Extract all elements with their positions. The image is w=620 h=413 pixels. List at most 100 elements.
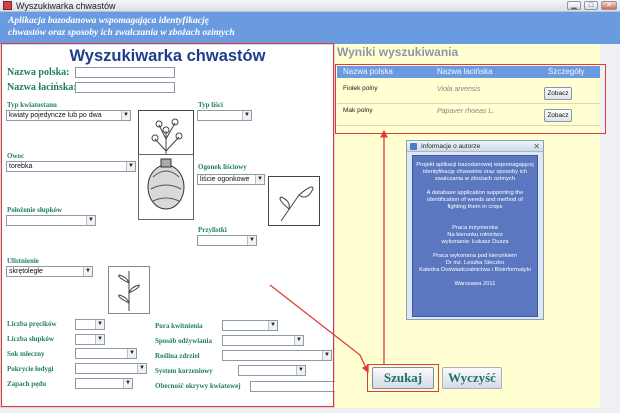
banner-line-2: chwastów oraz sposoby ich zwalczania w z… [8,28,235,38]
typ-kwiatostanu-label: Typ kwiatostanu [7,101,57,109]
polozenie-select[interactable]: ▼ [6,215,96,226]
about-line: Katedra Doświadczalnictwa i Bioinformaty… [419,267,531,273]
chevron-down-icon: ▼ [255,175,264,184]
about-line [416,246,534,253]
about-content: Projekt aplikacji bazodanowej wspomagają… [412,155,538,317]
chevron-down-icon: ▼ [95,320,104,329]
nazwa-lacinska-label: Nazwa łacińska: [7,82,77,93]
about-line: Projekt aplikacji bazodanowej wspomagają… [416,162,534,168]
maximize-button[interactable]: □ [584,1,598,10]
close-button[interactable]: ✕ [601,1,617,10]
about-line: Warszawa 2011 [454,281,496,287]
pokrycie-lodygi-select[interactable]: ▼ [75,363,147,374]
result-nazwa-lacinska: Viola arvensis [437,86,481,93]
polozenie-label: Położenie słupków [7,206,63,214]
col-nazwa-polska: Nazwa polska [343,67,393,76]
col-nazwa-lacinska: Nazwa łacińska [437,67,493,76]
liczba-precikow-select[interactable]: ▼ [75,319,105,330]
liczba-slupkow-label: Liczba słupków [7,335,54,343]
result-row: Fiołek polny Viola arvensis Zobacz [337,82,600,104]
owoc-label: Owoc [7,152,25,160]
banner-line-1: Aplikacja bazodanowa wspomagająca identy… [8,16,209,26]
about-line: Praca wykonana pod kierunkiem [433,253,517,259]
typ-kwiatostanu-select[interactable]: kwiaty pojedyncze lub po dwa▼ [6,110,131,121]
sok-mleczny-label: Sok mleczny [7,350,45,358]
roslina-zdrziel-label: Roślina zdrziel [155,352,200,360]
about-line: identification of weeds and method of [427,197,523,203]
system-korzeniowy-label: System korzeniowy [155,367,213,375]
typ-lisci-label: Typ liści [198,101,223,109]
scrollbar[interactable] [600,44,620,408]
result-row: Mak polny Papaver rhoeas L. Zobacz [337,104,600,126]
result-nazwa-polska: Fiołek polny [343,85,378,92]
nazwa-lacinska-input[interactable] [75,82,175,93]
about-line: zwalczania w zbożach ozimych [434,176,516,182]
window-title: Wyszukiwarka chwastów [16,1,116,11]
form-title: Wyszukiwarka chwastów [69,47,266,65]
ulistnienie-select[interactable]: skrętoległe▼ [6,266,93,277]
chevron-down-icon: ▼ [83,267,92,276]
close-icon[interactable]: ✕ [533,142,540,151]
pokrycie-lodygi-label: Pokrycie łodygi [7,365,54,373]
about-line [416,183,534,190]
zobacz-button[interactable]: Zobacz [544,109,572,122]
leaf-arrangement-image [108,266,150,314]
about-dialog: Informacje o autorze ✕ Projekt aplikacji… [406,140,544,320]
result-nazwa-lacinska: Papaver rhoeas L. [437,108,495,115]
result-nazwa-polska: Mak polny [343,107,373,114]
about-line: fighting them in crops [447,204,503,210]
title-bar: Wyszukiwarka chwastów ▁ □ ✕ [0,0,620,12]
form-highlight [1,43,334,407]
ogonek-label: Ogonek liściowy [198,163,247,171]
wyczysc-button[interactable]: Wyczyść [442,367,502,389]
nazwa-polska-input[interactable] [75,67,175,78]
about-dialog-titlebar: Informacje o autorze ✕ [407,141,543,152]
about-line: Na kierunku rolnictwo [447,232,503,238]
owoc-select[interactable]: torebka▼ [6,161,136,172]
about-line: identyfikację chwastów oraz sposoby ich [422,169,528,175]
results-highlight [335,64,606,134]
chevron-down-icon: ▼ [121,111,130,120]
chevron-down-icon: ▼ [247,236,256,245]
liczba-slupkow-select[interactable]: ▼ [75,334,105,345]
szukaj-button[interactable]: Szukaj [372,367,434,389]
about-line [416,211,534,218]
app-icon [3,1,12,10]
zobacz-button[interactable]: Zobacz [544,87,572,100]
zapach-pedu-select[interactable]: ▼ [75,378,133,389]
fruit-image [138,154,194,220]
about-dialog-title: Informacje o autorze [421,143,481,150]
search-highlight [367,364,439,392]
petiole-image [268,176,320,226]
zapach-pedu-label: Zapach pędu [7,380,47,388]
about-line: Dr inż. Leszka Sieczko [445,260,505,266]
nazwa-polska-label: Nazwa polska: [7,67,70,78]
about-line [416,218,534,225]
app-banner: Aplikacja bazodanowa wspomagająca identy… [0,12,620,44]
chevron-down-icon: ▼ [126,162,135,171]
minimize-button[interactable]: ▁ [567,1,581,10]
col-szczegoly: Szczegóły [548,67,585,76]
chevron-down-icon: ▼ [123,379,132,388]
sok-mleczny-select[interactable]: ▼ [75,348,137,359]
about-line [416,274,534,281]
results-title: Wyniki wyszukiwania [337,45,459,59]
sposob-odzywiania-label: Sposób odżywiania [155,337,212,345]
chevron-down-icon: ▼ [127,349,136,358]
typ-lisci-select[interactable]: ▼ [197,110,252,121]
ogonek-select[interactable]: liście ogonkowe▼ [197,174,265,185]
about-line: wykonanie: Łukasz Dusza [441,239,509,245]
liczba-precikow-label: Liczba pręcików [7,320,57,328]
results-header: Nazwa polska Nazwa łacińska Szczegóły [337,66,600,78]
chevron-down-icon: ▼ [86,216,95,225]
obecnosc-okrywy-label: Obecność okrywy kwiatowej [155,382,241,390]
przylistki-label: Przylistki [198,226,227,234]
ulistnienie-label: Ulistnienie [7,257,39,265]
pora-kwitnienia-label: Pora kwitnienia [155,322,203,330]
about-line: Praca inżynierska [452,225,498,231]
przylistki-select[interactable]: ▼ [197,235,257,246]
about-line: A database application supporting the [426,190,524,196]
chevron-down-icon: ▼ [95,335,104,344]
chevron-down-icon: ▼ [137,364,146,373]
